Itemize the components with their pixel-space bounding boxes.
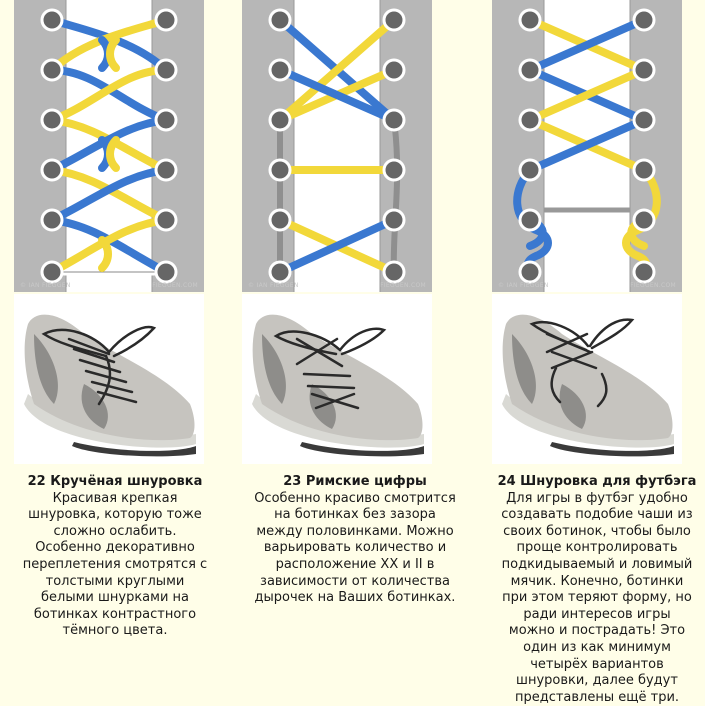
eyelets-right <box>382 8 406 284</box>
right-shoe-panel <box>630 0 682 292</box>
eyelets-left <box>268 8 292 284</box>
lacing-title: 24 Шнуровка для футбэга <box>497 474 697 489</box>
lacing-caption: 24 Шнуровка для футбэга Для игры в футбэ… <box>482 474 705 706</box>
twisted-lacing-diagram: © IAN FIEGGEN FIEGGEN.COM <box>14 0 204 292</box>
watermark-left: © IAN FIEGGEN <box>248 282 299 289</box>
shoe-photo <box>242 294 432 464</box>
left-shoe-panel <box>242 0 294 292</box>
right-shoe-panel <box>152 0 204 292</box>
watermark-right: FIEGGEN.COM <box>380 282 426 289</box>
shoe-photo <box>492 294 682 464</box>
lacing-description: Для игры в футбэг удобно создавать подоб… <box>501 490 693 705</box>
watermark-left: © IAN FIEGGEN <box>498 282 549 289</box>
lacing-description: Красивая крепкая шнуровка, которую тоже … <box>22 490 208 639</box>
lacing-title: 22 Кручёная шнуровка <box>27 474 203 489</box>
diagram-watermark: © IAN FIEGGEN FIEGGEN.COM <box>248 282 426 289</box>
diagram-watermark: © IAN FIEGGEN FIEGGEN.COM <box>498 282 676 289</box>
roman-numerals-diagram: © IAN FIEGGEN FIEGGEN.COM <box>242 0 432 292</box>
lacing-caption: 22 Кручёная шнуровка Красивая крепкая шн… <box>0 474 230 640</box>
eyelets-right <box>632 8 656 284</box>
lacing-title: 23 Римские цифры <box>283 474 427 489</box>
watermark-left: © IAN FIEGGEN <box>20 282 71 289</box>
lacing-caption: 23 Римские цифры Особенно красиво смотри… <box>240 474 470 607</box>
eyelets-right <box>154 8 178 284</box>
eyelets-left <box>518 8 542 284</box>
eyelets-left <box>40 8 64 284</box>
left-shoe-panel <box>14 0 66 292</box>
right-shoe-panel <box>380 0 432 292</box>
watermark-right: FIEGGEN.COM <box>630 282 676 289</box>
shoe-photo <box>14 294 204 464</box>
footbag-lacing-diagram: © IAN FIEGGEN FIEGGEN.COM <box>492 0 682 292</box>
diagram-watermark: © IAN FIEGGEN FIEGGEN.COM <box>20 282 198 289</box>
lacing-description: Особенно красиво смотрится на ботинках б… <box>254 490 456 606</box>
watermark-right: FIEGGEN.COM <box>152 282 198 289</box>
left-shoe-panel <box>492 0 544 292</box>
